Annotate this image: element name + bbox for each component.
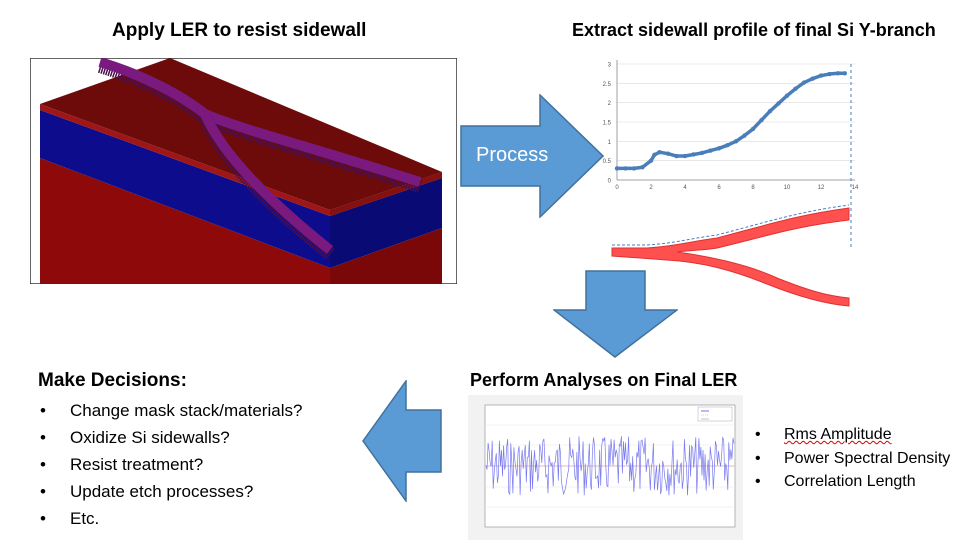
metric-item: Rms Amplitude (755, 423, 950, 447)
profile-series-line (617, 71, 845, 171)
decision-item: Update etch processes? (40, 478, 302, 505)
profile-point (801, 80, 807, 85)
y-tick-label: 1.5 (603, 121, 612, 127)
profile-point (842, 71, 847, 76)
down-arrow (553, 270, 678, 358)
profile-point (640, 165, 645, 170)
profile-point (691, 152, 696, 157)
profile-point (818, 73, 824, 78)
y-tick-label: 3 (608, 63, 612, 69)
profile-point (631, 166, 637, 171)
profile-point (614, 166, 620, 171)
x-tick-label: 12 (818, 185, 825, 191)
profile-point (784, 93, 790, 98)
profile-point (759, 117, 764, 123)
profile-point (682, 153, 688, 159)
process-label: Process (476, 144, 549, 166)
profile-point (674, 153, 679, 159)
profile-point (665, 151, 671, 156)
x-tick-label: 10 (784, 185, 791, 191)
y-branch-profile (611, 204, 850, 307)
x-tick-label: 14 (852, 185, 859, 191)
profile-point (835, 71, 841, 76)
ler-values-plot (468, 395, 743, 540)
apply-ler-title: Apply LER to resist sidewall (112, 20, 367, 41)
profile-point (725, 143, 730, 148)
decision-list: Change mask stack/materials? Oxidize Si … (40, 397, 302, 532)
profile-point (716, 146, 722, 151)
profile-point (776, 101, 781, 106)
y-tick-label: 1 (608, 140, 612, 146)
metric-item: Power Spectral Density (755, 447, 950, 471)
profile-point (657, 149, 662, 155)
x-tick-label: 4 (683, 185, 687, 191)
y-tick-label: 0 (608, 179, 612, 185)
profile-point (699, 150, 705, 156)
x-tick-label: 6 (717, 185, 721, 191)
device-3d-render (30, 58, 457, 284)
y-tick-label: 0.5 (603, 159, 612, 165)
profile-point (652, 152, 657, 158)
profile-point (733, 139, 739, 144)
profile-point (827, 71, 832, 77)
decision-item: Resist treatment? (40, 451, 302, 478)
x-tick-label: 8 (751, 185, 755, 191)
x-tick-label: 0 (615, 185, 619, 191)
process-arrow (460, 94, 604, 218)
profile-point (793, 86, 798, 91)
profile-point (742, 133, 747, 138)
y-tick-label: 2 (608, 101, 612, 107)
y-tick-label: 2.5 (603, 82, 612, 88)
metric-list: Rms Amplitude Power Spectral Density Cor… (755, 423, 950, 494)
profile-point (623, 166, 628, 171)
analyses-title: Perform Analyses on Final LER (470, 370, 738, 390)
profile-point (648, 158, 654, 163)
x-tick-label: 2 (649, 185, 653, 191)
metric-item: Correlation Length (755, 470, 950, 494)
profile-point (708, 148, 713, 153)
left-arrow (362, 380, 442, 502)
decisions-title: Make Decisions: (38, 370, 187, 391)
decision-item: Oxidize Si sidewalls? (40, 424, 302, 451)
profile-point (750, 126, 756, 132)
decision-item: Change mask stack/materials? (40, 397, 302, 424)
sidewall-profile-chart: 0 0.5 1 1.5 2 2.5 3 0 2 4 6 8 10 12 14 (603, 60, 859, 307)
decision-item: Etc. (40, 505, 302, 532)
extract-profile-title: Extract sidewall profile of final Si Y-b… (572, 20, 936, 40)
profile-point (767, 108, 773, 114)
profile-point (810, 76, 815, 81)
